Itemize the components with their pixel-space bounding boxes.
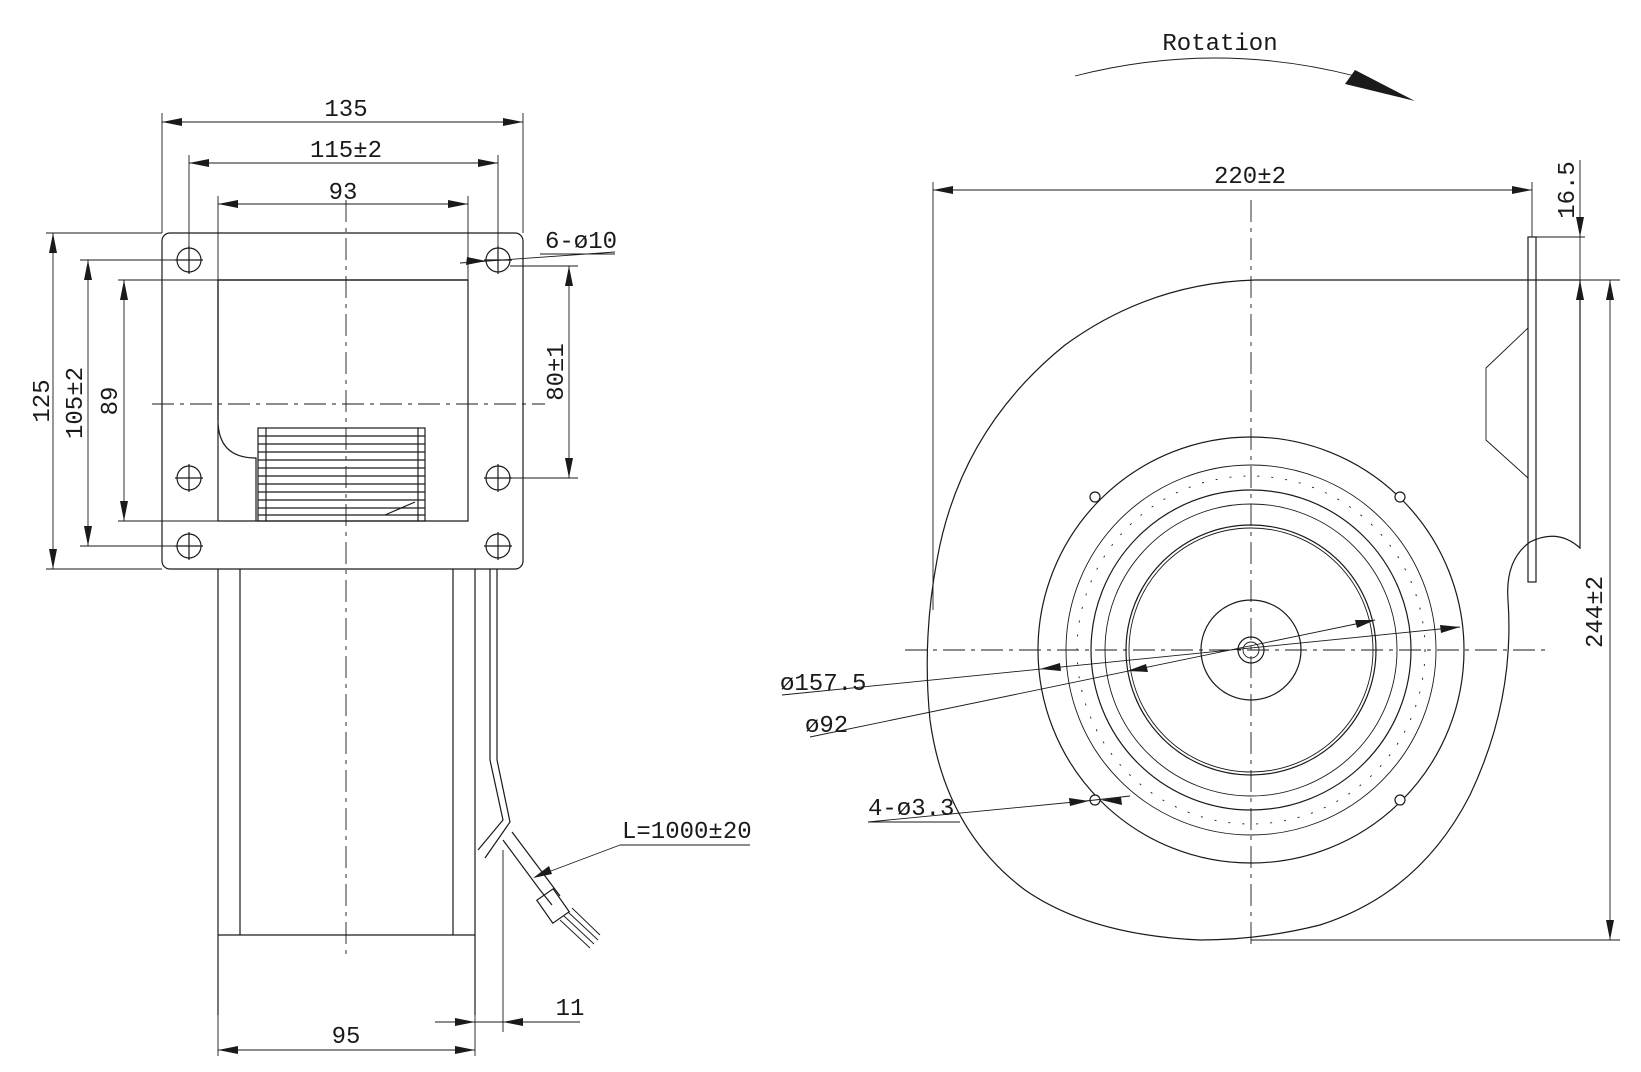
dim-hole-callout-label: 6-ø10 (545, 229, 617, 256)
leader-mount-holes (867, 795, 1131, 823)
dim-housing-height-label: 244±2 (1583, 576, 1610, 648)
rotation-arrow (1074, 57, 1356, 77)
dim-11 (435, 850, 580, 1032)
impeller-wheel (257, 427, 426, 522)
dim-outer-hole-spacing-label: 105±2 (63, 367, 90, 439)
housing-body (217, 569, 511, 1015)
outlet-flange-gusset (1485, 327, 1529, 479)
dim-housing-width-label: 220±2 (1214, 164, 1286, 191)
dim-flange-thickness-label: 16.5 (1555, 161, 1582, 219)
dim-overall-width-label: 135 (324, 97, 367, 124)
dim-hole-spacing-x-label: 115±2 (310, 138, 382, 165)
dim-93 (217, 196, 469, 280)
motor-mount-holes (1089, 491, 1406, 806)
flange-holes (175, 246, 512, 560)
dim-135 (161, 113, 524, 233)
dim-outlet-height-label: 89 (98, 387, 125, 416)
flange-plate (161, 232, 524, 570)
mount-hole-bottom-right (1394, 794, 1406, 806)
leader-cable-length (533, 844, 750, 878)
impeller-blades (258, 428, 425, 521)
leader-motor-diameter (809, 619, 1376, 738)
dim-inlet-diameter-label: ø157.5 (780, 671, 866, 698)
outlet-opening-outline (217, 279, 469, 522)
mount-hole-top-right (1394, 491, 1406, 503)
dim-hole-spacing-y-label: 80±1 (544, 343, 571, 401)
dim-80 (510, 265, 578, 479)
rotation-arrowhead (1345, 70, 1415, 101)
dim-125 (46, 232, 162, 570)
dim-220 (932, 182, 1533, 610)
dim-cable-length-label: L=1000±20 (622, 819, 752, 846)
front-view: 135 115±2 93 6-ø10 (30, 97, 752, 1056)
dim-105 (80, 259, 175, 547)
power-cable (502, 831, 601, 949)
dim-flange-offset-label: 11 (556, 996, 585, 1023)
dim-244 (1251, 279, 1620, 941)
dim-overall-height-label: 125 (30, 379, 57, 422)
mount-hole-top-left (1089, 491, 1101, 503)
leader-hole-callout (459, 251, 616, 265)
leader-inlet-diameter (781, 625, 1461, 696)
rotation-label: Rotation (1162, 31, 1277, 58)
side-view: Rotation (780, 31, 1620, 950)
dim-89 (118, 279, 218, 522)
dim-outlet-width-label: 93 (329, 180, 358, 207)
dim-115 (188, 155, 499, 248)
dim-16-5 (1536, 160, 1620, 320)
dim-motor-diameter-label: ø92 (805, 713, 848, 740)
outlet-flange (1527, 236, 1537, 583)
dim-body-width-label: 95 (332, 1024, 361, 1051)
dim-mount-holes-label: 4-ø3.3 (868, 796, 954, 823)
scroll-housing (926, 279, 1581, 941)
